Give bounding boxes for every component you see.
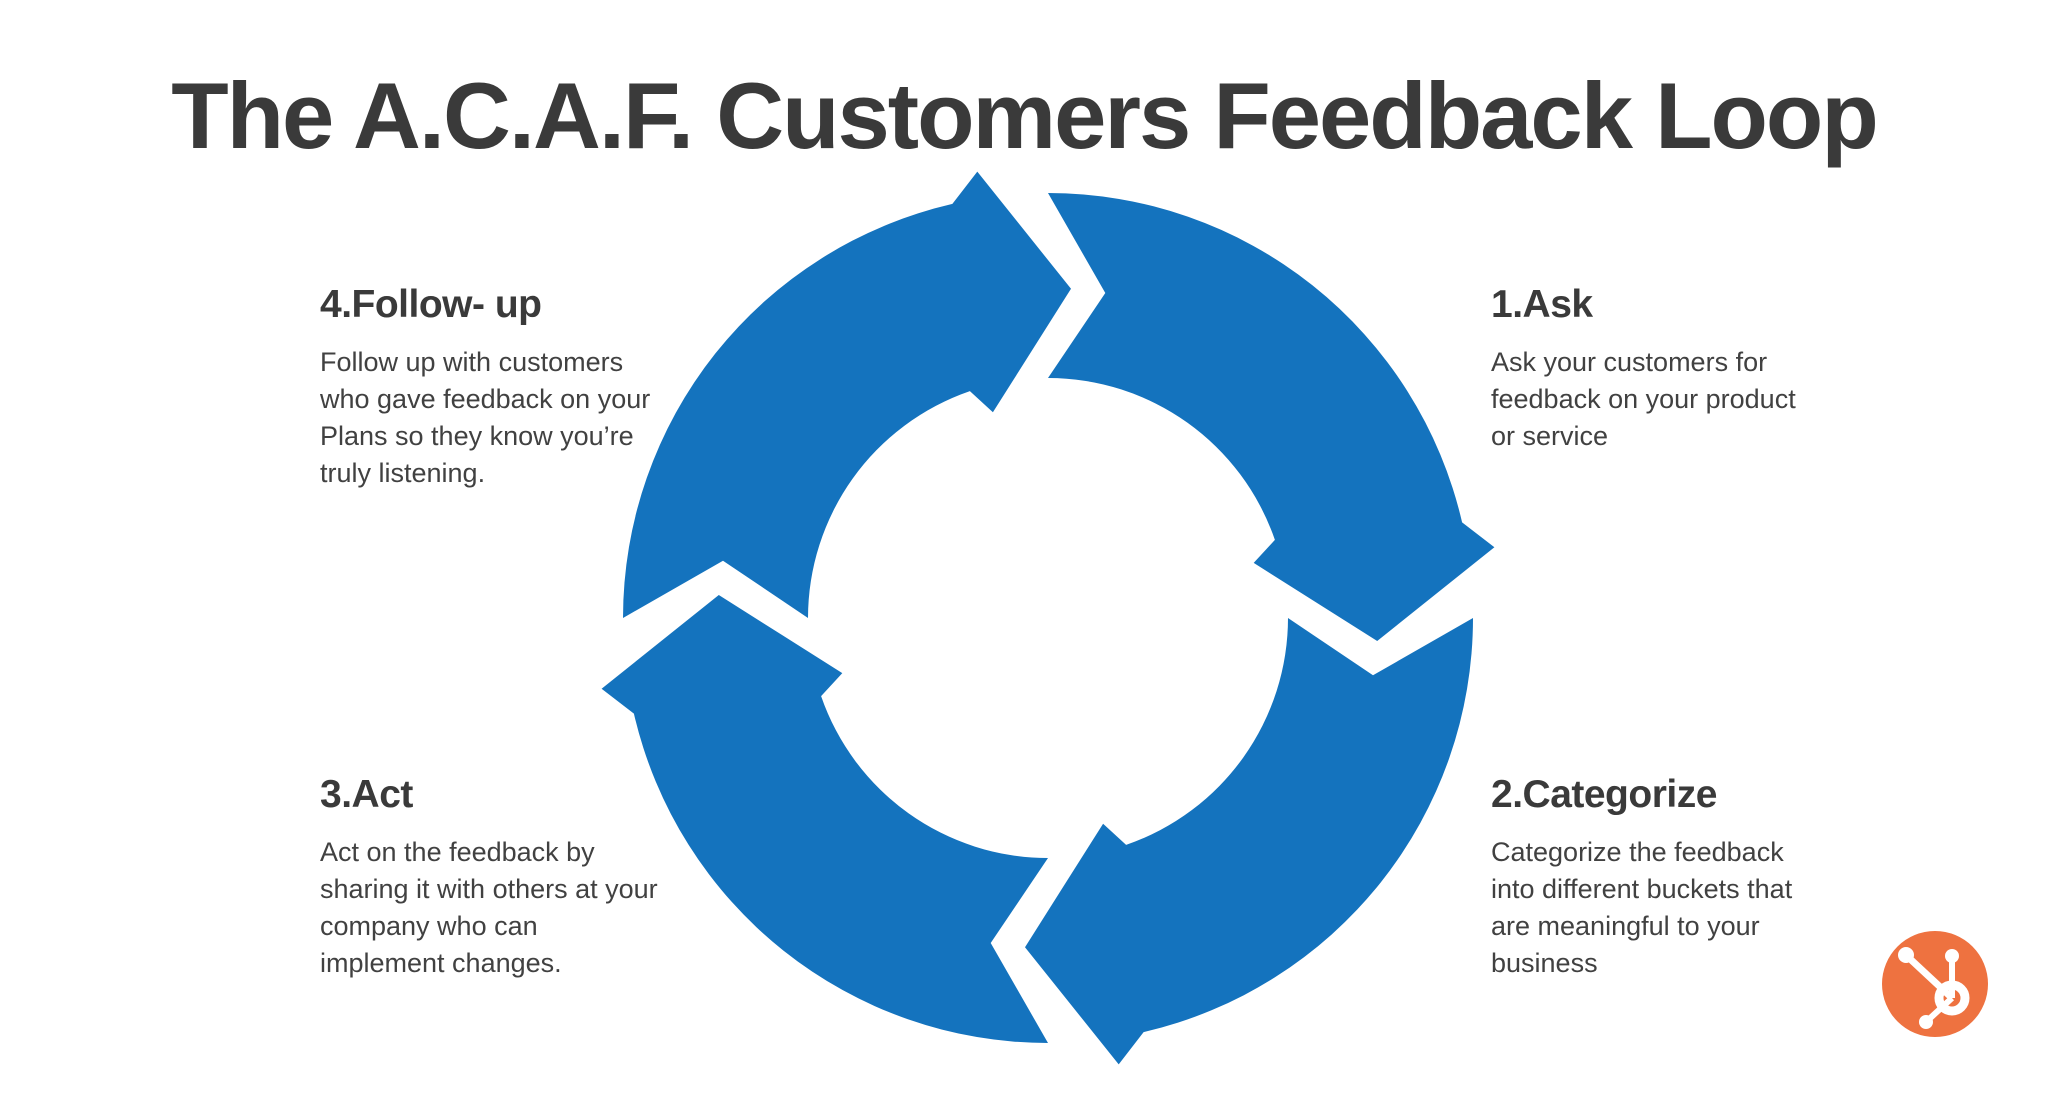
step-follow-up-description: Follow up with customers who gave feedba… [320,347,651,488]
page-title: The A.C.A.F. Customers Feedback Loop [171,63,1879,168]
step-ask-heading: 1.Ask [1491,283,1593,326]
sprocket-node-top [1945,949,1959,963]
step-follow-up: 4.Follow- up Follow up with customers wh… [320,283,750,492]
circular-arrows [601,171,1495,1065]
step-act: 3.Act Act on the feedback by sharing it … [320,773,750,982]
step-categorize: 2.Categorize Categorize the feedback int… [1491,773,1921,982]
step-act-heading: 3.Act [320,773,413,816]
step-ask-description: Ask your customers for feedback on your … [1491,347,1796,451]
sprocket-node-upper-left [1898,947,1914,963]
hubspot-logo [1882,931,1988,1037]
arrow-segment-top-left [623,171,1071,618]
hubspot-sprocket-icon [1905,954,1970,1024]
sprocket-node-lower-left [1919,1015,1933,1029]
step-act-description: Act on the feedback by sharing it with o… [320,837,658,978]
arrow-segment-bottom-right [1025,618,1473,1065]
step-categorize-heading: 2.Categorize [1491,773,1717,816]
arrow-segment-top-right [1048,193,1495,641]
step-follow-up-heading: 4.Follow- up [320,283,542,326]
arrow-segment-bottom-left [601,595,1048,1043]
step-ask: 1.Ask Ask your customers for feedback on… [1491,283,1921,455]
step-categorize-description: Categorize the feedback into different b… [1491,837,1793,978]
